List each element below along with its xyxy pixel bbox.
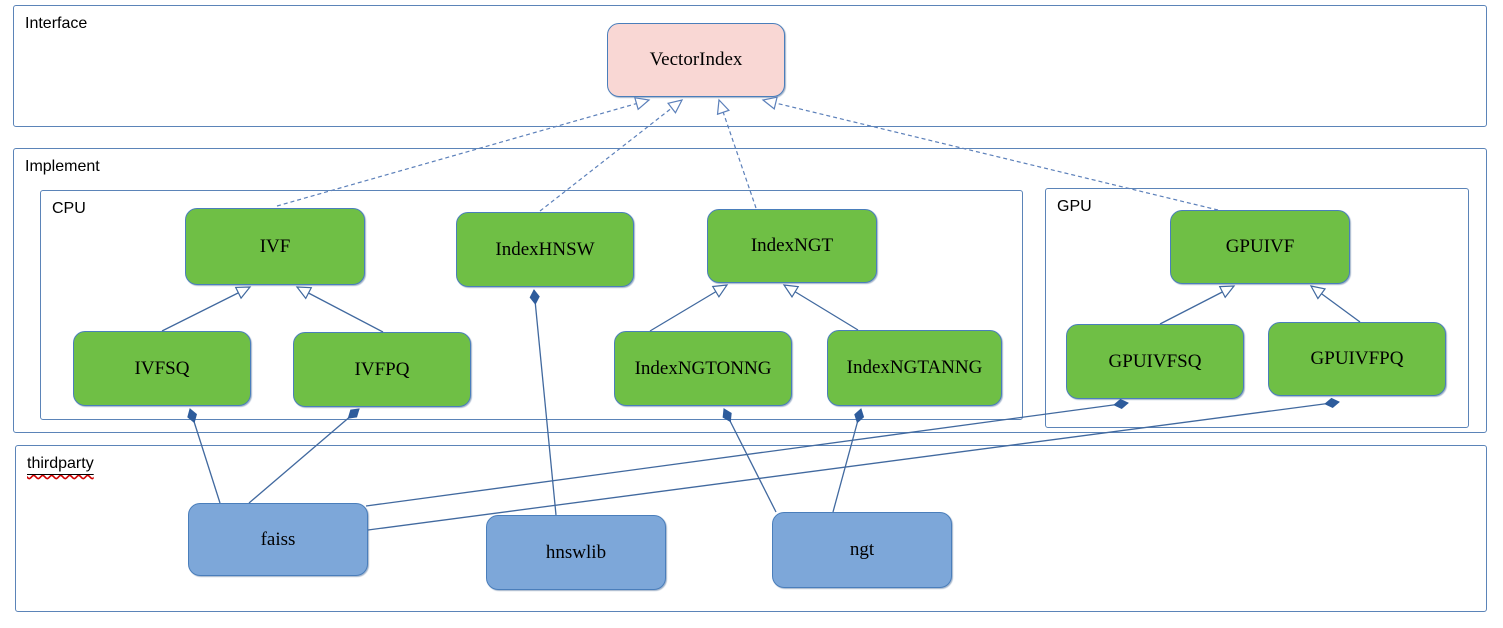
node-vectorindex[interactable]: VectorIndex [607,23,785,97]
edge-GPUIVFPQ-GPUIVF[interactable] [1309,285,1361,323]
edge-IndexHNSW-VectorIndex[interactable] [539,99,684,212]
node-indexngtanng[interactable]: IndexNGTANNG [827,330,1002,406]
edge-faiss-IVFPQ[interactable] [248,408,360,504]
node-indexngtonng[interactable]: IndexNGTONNG [614,331,792,406]
node-ivf[interactable]: IVF [185,208,365,285]
node-faiss[interactable]: faiss [188,503,368,576]
node-ngt[interactable]: ngt [772,512,952,588]
node-hnswlib[interactable]: hnswlib [486,515,666,590]
node-indexhnsw[interactable]: IndexHNSW [456,212,634,287]
node-indexngt[interactable]: IndexNGT [707,209,877,283]
edge-IVFPQ-IVF[interactable] [295,286,384,333]
edge-ngt-IndexNGTANNG[interactable] [832,408,865,513]
edge-IVFSQ-IVF[interactable] [161,286,252,332]
node-gpuivf[interactable]: GPUIVF [1170,210,1350,284]
container-thirdparty[interactable]: thirdparty [15,445,1487,612]
edge-IVF-VectorIndex[interactable] [276,97,651,207]
container-thirdparty-label-text: thirdparty [27,455,94,472]
container-implement[interactable]: Implement [13,148,1487,433]
edge-faiss-GPUIVFPQ[interactable] [367,397,1340,531]
container-interface[interactable]: Interface [13,5,1487,127]
node-gpuivfsq[interactable]: GPUIVFSQ [1066,324,1244,399]
node-ivfsq[interactable]: IVFSQ [73,331,251,406]
edge-IndexNGTONNG-IndexNGT[interactable] [649,284,729,332]
edge-GPUIVF-VectorIndex[interactable] [761,96,1219,211]
edge-IndexNGTANNG-IndexNGT[interactable] [782,284,859,331]
edge-IndexNGT-VectorIndex[interactable] [716,98,757,209]
node-ivfpq[interactable]: IVFPQ [293,332,471,407]
edge-hnswlib-IndexHNSW[interactable] [529,289,557,516]
container-cpu[interactable]: CPU [40,190,1023,420]
edge-ngt-IndexNGTONNG[interactable] [722,408,777,513]
container-gpu[interactable]: GPU [1045,188,1469,428]
container-cpu-label: CPU [52,200,86,217]
container-thirdparty-label: thirdparty [27,455,94,473]
edge-faiss-IVFSQ[interactable] [187,408,221,504]
edge-GPUIVFSQ-GPUIVF[interactable] [1159,285,1236,325]
node-gpuivfpq[interactable]: GPUIVFPQ [1268,322,1446,396]
container-interface-label: Interface [25,15,88,32]
container-implement-label: Implement [25,158,100,175]
container-gpu-label: GPU [1057,198,1092,215]
